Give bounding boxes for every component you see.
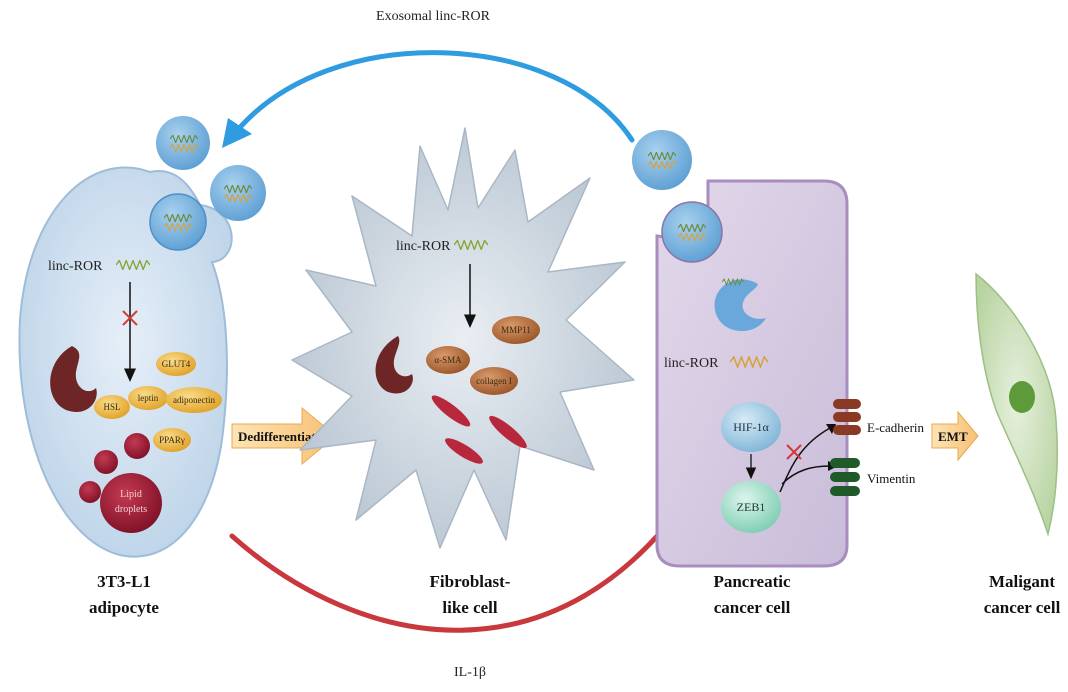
exosomal-transfer-arrow bbox=[222, 50, 635, 148]
protein-alpha-sma: α-SMA bbox=[426, 346, 470, 374]
emt-label: EMT bbox=[938, 429, 968, 444]
exosome-free-1 bbox=[156, 116, 210, 170]
adipocyte-linc-ror-label: linc-ROR bbox=[48, 259, 103, 274]
pancreatic-caption-line2: cancer cell bbox=[714, 598, 791, 617]
protein-glut4: GLUT4 bbox=[156, 352, 196, 376]
exosomal-linc-ror-label: Exosomal linc-ROR bbox=[376, 9, 491, 24]
svg-text:HIF-1α: HIF-1α bbox=[733, 420, 769, 434]
il1b-label: IL-1β bbox=[454, 665, 486, 680]
svg-text:droplets: droplets bbox=[115, 504, 147, 515]
pancreatic-caption-line1: Pancreatic bbox=[713, 572, 791, 591]
fibroblast-caption-line1: Fibroblast- bbox=[430, 572, 511, 591]
svg-text:PPARγ: PPARγ bbox=[159, 435, 185, 445]
malignant-caption-line1: Maligant bbox=[989, 572, 1055, 591]
ecadherin-block-cross-icon bbox=[786, 444, 802, 460]
fibroblast-filaments bbox=[431, 395, 527, 464]
malignant-cell bbox=[975, 272, 1059, 537]
svg-text:leptin: leptin bbox=[138, 393, 159, 403]
adipocyte-caption-line2: adipocyte bbox=[89, 598, 159, 617]
malignant-caption-line2: cancer cell bbox=[984, 598, 1061, 617]
adipocyte-organelle bbox=[50, 346, 97, 412]
protein-hsl: HSL bbox=[94, 395, 130, 419]
protein-leptin: leptin bbox=[128, 386, 168, 410]
svg-text:MMP11: MMP11 bbox=[501, 325, 531, 335]
exosome-pancreatic-1 bbox=[632, 130, 692, 190]
svg-text:Lipid: Lipid bbox=[120, 489, 142, 500]
svg-text:α-SMA: α-SMA bbox=[434, 355, 462, 365]
adipocyte-block-cross-icon bbox=[122, 310, 138, 326]
exosome-budding bbox=[714, 278, 766, 332]
vimentin-marker-icon bbox=[830, 458, 860, 496]
fibroblast-cell bbox=[291, 127, 635, 549]
protein-adiponectin: adiponectin bbox=[166, 387, 222, 413]
exosome-free-2 bbox=[210, 165, 266, 221]
dedifferentiate-arrow bbox=[231, 406, 337, 466]
svg-text:HSL: HSL bbox=[103, 402, 120, 412]
fibroblast-linc-ror-label: linc-ROR bbox=[396, 239, 451, 254]
malignant-nucleus bbox=[1009, 381, 1035, 413]
adipocyte-caption-line1: 3T3-L1 bbox=[97, 572, 151, 591]
svg-text:ZEB1: ZEB1 bbox=[737, 500, 766, 514]
pancreatic-linc-ror-label: linc-ROR bbox=[664, 356, 719, 371]
dedifferentiate-label: Dedifferentiate bbox=[238, 429, 322, 444]
svg-text:collagen I: collagen I bbox=[476, 376, 512, 386]
exosome-docked-adipocyte bbox=[149, 193, 207, 251]
protein-mmp11: MMP11 bbox=[492, 316, 540, 344]
ecadherin-marker-icon bbox=[833, 399, 861, 435]
fibroblast-organelle bbox=[375, 336, 413, 394]
protein-collagen-i: collagen I bbox=[470, 367, 518, 395]
lipid-droplets: Lipid droplets bbox=[79, 433, 162, 533]
zeb1-node: ZEB1 bbox=[721, 481, 781, 533]
protein-ppar-gamma: PPARγ bbox=[153, 428, 191, 452]
hif1a-node: HIF-1α bbox=[721, 402, 781, 452]
ecadherin-label: E-cadherin bbox=[867, 420, 925, 435]
fibroblast-caption-line2: like cell bbox=[442, 598, 498, 617]
exosome-pancreatic-2 bbox=[661, 201, 723, 263]
svg-text:adiponectin: adiponectin bbox=[173, 395, 215, 405]
emt-arrow bbox=[931, 410, 979, 462]
vimentin-label: Vimentin bbox=[867, 471, 916, 486]
svg-text:GLUT4: GLUT4 bbox=[162, 359, 191, 369]
adipocyte-cell bbox=[18, 166, 233, 558]
